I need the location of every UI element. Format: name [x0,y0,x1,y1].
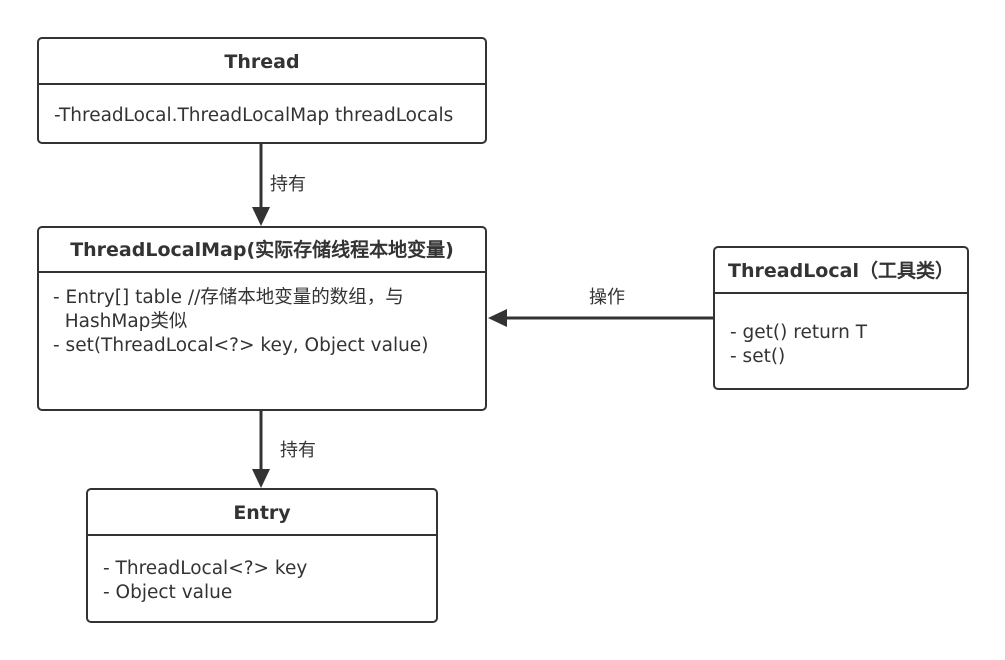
thread-class-title-text: Thread [224,51,300,73]
threadlocalmap-field-entry-table-cont: HashMap类似 [53,311,188,332]
entry-class-title-text: Entry [233,502,291,524]
entry-class-title: Entry [88,490,436,536]
thread-class-fields: -ThreadLocal.ThreadLocalMap threadLocals [39,85,485,128]
threadlocal-class-box[interactable]: ThreadLocal（工具类） - get() return T - set(… [713,246,969,390]
edge-label-map-holds-entry: 持有 [280,440,316,461]
threadlocalmap-method-set: - set(ThreadLocal<?> key, Object value) [53,335,429,356]
edge-map-to-entry-arrowhead [252,469,270,488]
threadlocal-class-title-text: ThreadLocal（工具类） [728,260,954,282]
threadlocalmap-class-title: ThreadLocalMap(实际存储线程本地变量) [39,228,485,273]
threadlocal-method-set: - set() [730,346,786,367]
thread-class-box[interactable]: Thread -ThreadLocal.ThreadLocalMap threa… [37,37,487,144]
threadlocalmap-class-title-text: ThreadLocalMap(实际存储线程本地变量) [70,239,454,261]
entry-field-key: - ThreadLocal<?> key [103,558,308,579]
threadlocalmap-class-box[interactable]: ThreadLocalMap(实际存储线程本地变量) - Entry[] tab… [37,226,487,411]
threadlocalmap-class-fields: - Entry[] table //存储本地变量的数组，与 HashMap类似 … [39,273,485,358]
threadlocal-class-title: ThreadLocal（工具类） [715,248,967,294]
thread-field-threadlocals: -ThreadLocal.ThreadLocalMap threadLocals [54,105,454,126]
edge-label-threadlocal-operates-map: 操作 [589,287,625,308]
entry-class-fields: - ThreadLocal<?> key - Object value [88,536,436,605]
threadlocal-method-get: - get() return T [730,322,867,343]
edge-threadlocal-to-map-arrowhead [488,309,507,327]
edge-thread-to-map-arrowhead [252,207,270,226]
entry-field-value: - Object value [103,582,233,603]
threadlocal-class-fields: - get() return T - set() [715,294,967,369]
threadlocalmap-field-entry-table: - Entry[] table //存储本地变量的数组，与 [53,287,404,308]
entry-class-box[interactable]: Entry - ThreadLocal<?> key - Object valu… [86,488,438,623]
edge-label-thread-holds-map: 持有 [270,174,306,195]
thread-class-title: Thread [39,39,485,85]
